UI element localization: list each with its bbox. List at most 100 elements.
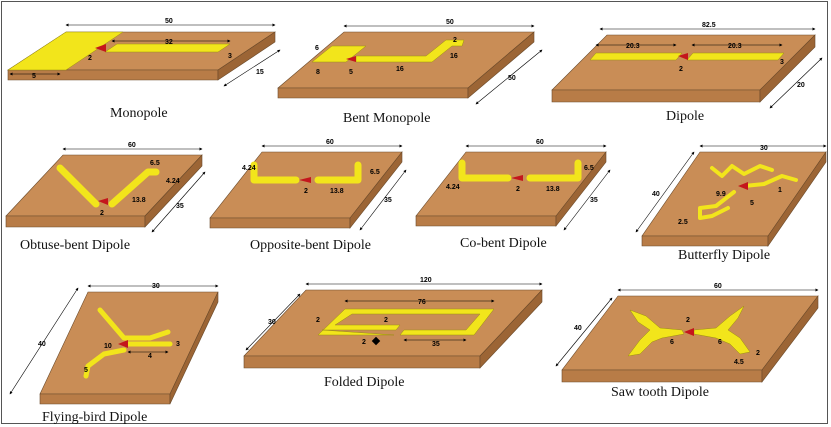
dim-label: 32 — [165, 39, 173, 46]
dipole-arm-left — [458, 159, 512, 182]
feed-arrow — [738, 182, 748, 190]
feed-arrow — [684, 328, 694, 336]
dim-label: 4.24 — [166, 178, 180, 185]
dim-label: 2 — [453, 37, 457, 44]
dim-label: 2 — [679, 66, 683, 73]
dim-label: 30 — [268, 319, 276, 326]
dim-label: 2 — [384, 317, 388, 324]
panel-monopole: 50 32 2 3 5 15 Monopole — [6, 18, 281, 121]
dim-label: 2 — [362, 339, 366, 346]
caption-monopole: Monopole — [110, 106, 168, 121]
dim-label: 35 — [432, 341, 440, 348]
dim-label: 20.3 — [626, 43, 640, 50]
panel-dipole: 82.5 20.3 20.3 2 3 20 Dipole — [551, 22, 823, 124]
dim-label: 4.24 — [242, 165, 256, 172]
panel-folded: 120 76 30 2 2 2 35 Folded Dipole — [243, 277, 543, 390]
dim-label: 35 — [590, 197, 598, 204]
dim-label: 6.5 — [584, 165, 594, 172]
dim-label: 40 — [652, 191, 660, 198]
dim-label: 2 — [100, 210, 104, 217]
butterfly-arm-upper — [710, 164, 774, 178]
dim-label: 35 — [176, 203, 184, 210]
caption-dipole: Dipole — [666, 109, 704, 124]
dim-label: 4.5 — [734, 359, 744, 366]
dim-label: 5 — [750, 200, 754, 207]
dipole-arm-left — [589, 52, 683, 61]
dim-label: 2 — [756, 350, 760, 357]
dipole-arm-left — [250, 161, 300, 184]
dim-label: 1 — [778, 187, 782, 194]
feed-arrow — [98, 198, 108, 205]
panel-saw-tooth: 60 40 2 6 6 2 4.5 Saw tooth Dipole — [555, 283, 819, 400]
bird-arm-lower — [83, 347, 127, 379]
dim-label: 30 — [760, 145, 768, 152]
dim-label: 5 — [349, 69, 353, 76]
dim-label: 35 — [384, 197, 392, 204]
dim-label: 3 — [780, 59, 784, 66]
bent-arm — [355, 39, 465, 63]
feed-arrow — [118, 340, 128, 348]
dim-label: 2 — [516, 186, 520, 193]
caption-co-bent: Co-bent Dipole — [460, 236, 547, 251]
caption-opposite-bent: Opposite-bent Dipole — [250, 238, 371, 253]
dim-label: 5 — [32, 73, 36, 80]
dim-label: 2 — [686, 317, 690, 324]
dim-label: 2 — [304, 188, 308, 195]
panel-bent-monopole: 50 6 8 5 16 16 2 50 Bent Monopole — [277, 19, 543, 126]
dim-label: 2.5 — [678, 219, 688, 226]
caption-butterfly: Butterfly Dipole — [678, 248, 770, 263]
dim-label: 13.8 — [330, 188, 344, 195]
dim-label: 82.5 — [702, 22, 716, 29]
dim-label: 120 — [420, 277, 432, 284]
caption-folded: Folded Dipole — [324, 375, 405, 390]
dim-label: 4 — [148, 353, 152, 360]
bird-arm-upper — [97, 307, 171, 341]
feed-arrow — [678, 53, 688, 60]
dim-label: 9.9 — [716, 191, 726, 198]
saw-arm-right — [693, 305, 751, 355]
monopole-arm — [104, 43, 231, 53]
caption-bent-monopole: Bent Monopole — [343, 111, 431, 126]
dim-label: 8 — [316, 69, 320, 76]
dim-label: 60 — [536, 139, 544, 146]
feed-arrow — [299, 177, 311, 183]
dim-label: 6 — [670, 339, 674, 346]
dim-label: 2 — [316, 317, 320, 324]
dim-label: 15 — [256, 69, 264, 76]
dim-label: 3 — [176, 341, 180, 348]
dim-label: 40 — [574, 325, 582, 332]
dipole-arm-left — [56, 164, 100, 208]
dim-label: 30 — [152, 283, 160, 290]
caption-flying-bird: Flying-bird Dipole — [42, 410, 147, 425]
dim-label: 6.5 — [370, 169, 380, 176]
dim-label: 16 — [396, 66, 404, 73]
folded-loop — [317, 308, 495, 336]
dim-label: 3 — [228, 53, 232, 60]
panel-co-bent: 60 6.5 4.24 2 13.8 35 Co-bent Dipole — [415, 139, 611, 251]
dim-label: 50 — [446, 19, 454, 26]
dim-label: 2 — [88, 55, 92, 62]
caption-obtuse-bent: Obtuse-bent Dipole — [20, 238, 130, 253]
panel-obtuse-bent: 60 6.5 4.24 2 13.8 35 Obtuse-bent Dipole — [5, 142, 206, 253]
butterfly-arm-lower — [698, 190, 736, 220]
dim-label: 13.8 — [132, 197, 146, 204]
feed-gap — [371, 336, 381, 346]
ground-plane — [311, 45, 367, 63]
dim-label: 16 — [450, 53, 458, 60]
ground-plane — [7, 31, 124, 71]
dim-label: 10 — [104, 343, 112, 350]
saw-arm-left — [627, 309, 685, 357]
dim-label: 60 — [128, 142, 136, 149]
feed-arrow — [511, 175, 523, 181]
dim-label: 5 — [84, 367, 88, 374]
dim-label: 60 — [714, 283, 722, 290]
dim-label: 50 — [165, 18, 173, 25]
dipole-arm-right — [314, 161, 362, 184]
feed-arrow — [95, 44, 106, 52]
dim-label: 20 — [797, 82, 805, 89]
dipole-arm-right — [686, 52, 785, 61]
dim-label: 76 — [418, 299, 426, 306]
dim-label: 50 — [508, 75, 516, 82]
